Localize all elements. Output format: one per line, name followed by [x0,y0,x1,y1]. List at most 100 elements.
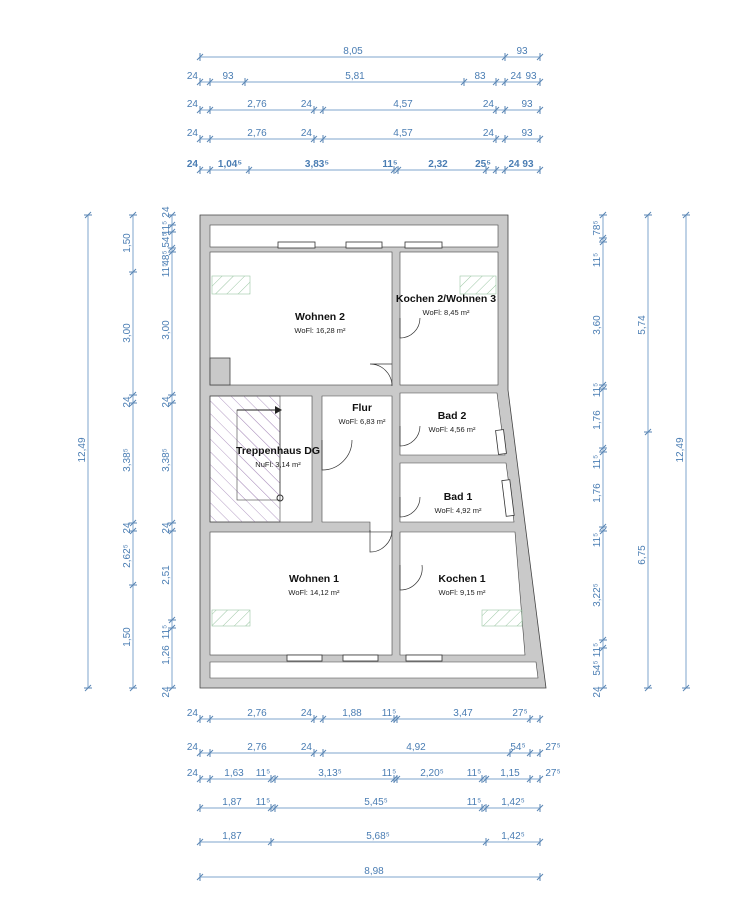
dimension-label: 24 [161,522,172,534]
dimension-label: 4,92 [406,742,426,753]
dimension-label: 2,76 [247,742,267,753]
dimension-label: 1,26 [161,645,172,665]
dimension-label: 24 [301,708,313,719]
room-name: Kochen 1 [438,573,485,585]
dimension-label: 93 [521,99,533,110]
dimension-label: 54⁵ [592,660,603,675]
doors [321,317,423,591]
dimension-label: 24 [187,71,199,82]
room-area: WoFl: 14,12 m² [288,588,340,597]
room-name: Bad 2 [438,410,467,422]
room-name: Treppenhaus DG [236,445,320,457]
dimension-label: 93 [222,71,234,82]
dimension-label: 3,00 [122,323,133,343]
dimension-label: 24 93 [508,159,533,170]
dimension-label: 24 [161,396,172,408]
dimension-label: 24 [187,708,199,719]
dimension-label: 24 [161,206,172,218]
dimension-label: 4,57 [393,128,413,139]
dimension-label: 12,49 [675,437,686,462]
dimension-label: 11⁵ [592,643,603,658]
dimension-label: 54⁵ [161,232,172,247]
dimension-label: 3,60 [592,315,603,335]
dimension-label: 11⁵ [161,221,172,236]
room-area: WoFl: 6,83 m² [339,417,386,426]
dimension-label: 11⁵ [161,625,172,640]
dimension-label: 24 [301,99,313,110]
dimension-label: 11⁵ [592,455,603,470]
dimension-label: 1,76 [592,483,603,503]
dimension-label: 2,76 [247,708,267,719]
dimension-label: 11⁵ [256,768,271,779]
dimension-label: 24 [187,768,199,779]
dimension-label: 24 [122,522,133,534]
dimension-label: 24 [592,686,603,698]
dimension-label: 11⁵ [382,159,398,170]
dimension-label: 54⁵ [510,742,525,753]
dimension-label: 27⁵ [545,742,560,753]
room-area: WoFl: 9,15 m² [439,588,486,597]
dimension-label: 48⁵ [161,250,172,265]
windows [277,241,515,662]
dimension-label: 1,76 [592,410,603,430]
room-area: WoFl: 16,28 m² [294,326,346,335]
dimension-label: 8,05 [343,46,363,57]
dimension-label: 24 [122,396,133,408]
room-area: WoFl: 4,56 m² [429,425,476,434]
dimension-label: 11⁵ [592,533,603,548]
dimension-label: 24 [301,128,313,139]
dimension-label: 78⁵ [592,220,603,235]
dimension-label: 3,38⁵ [122,448,133,472]
dimension-label: 11⁵ [382,768,397,779]
dimension-label: 2,20⁵ [420,768,444,779]
dimension-label: 11⁵ [467,768,482,779]
dimension-label: 1,88 [342,708,362,719]
dimension-label: 93 [525,71,537,82]
dimension-label: 11⁵ [592,253,603,268]
room-labels: Wohnen 2 WoFl: 16,28 m² Kochen 2/Wohnen 3 W… [236,293,496,597]
dimension-label: 24 [510,71,522,82]
dimension-label: 2,76 [247,99,267,110]
dimension-label: 11⁵ [382,708,397,719]
room-name: Wohnen 1 [289,573,339,585]
room-name: Bad 1 [444,491,473,503]
dimension-label: 1,42⁵ [501,831,525,842]
room-name: Wohnen 2 [295,311,345,323]
dimension-label: 3,38⁵ [161,448,172,472]
dimension-label: 24 [301,742,313,753]
dimension-label: 24 [483,99,495,110]
room-name: Kochen 2/Wohnen 3 [396,293,496,305]
dimension-label: 27⁵ [512,708,527,719]
dimension-label: 12,49 [77,437,88,462]
dimension-label: 2,62⁵ [122,544,133,568]
dimension-label: 25⁵ [475,159,491,170]
dimension-label: 11⁵ [467,797,482,808]
dimension-label: 4,57 [393,99,413,110]
dimension-label: 11⁵ [592,383,603,398]
dimension-label: 24 [187,128,199,139]
dimension-label: 5,81 [345,71,365,82]
dimension-label: 24 [483,128,495,139]
dimension-label: 24 [161,686,172,698]
dimension-label: 93 [516,46,528,57]
dimension-label: 3,83⁵ [305,159,329,170]
dimension-label: 6,75 [637,545,648,565]
dimension-label: 27⁵ [545,768,560,779]
dimension-label: 11⁵ [161,263,172,278]
room-area: WoFl: 8,45 m² [423,308,470,317]
hatched-low-ceiling-areas [211,275,523,627]
dimension-label: 5,74 [637,315,648,335]
room-area: WoFl: 4,92 m² [435,506,482,515]
dimension-label: 1,87 [222,797,242,808]
room-area: NuFl: 3,14 m² [255,460,301,469]
dimension-label: 24 [187,159,199,170]
dimension-label: 3,22⁵ [592,583,603,607]
dimension-label: 3,00 [161,320,172,340]
dimension-label: 93 [521,128,533,139]
dimension-label: 1,42⁵ [501,797,525,808]
dimension-label: 1,15 [500,768,520,779]
dimension-label: 2,32 [428,159,448,170]
dimension-label: 24 [187,99,199,110]
